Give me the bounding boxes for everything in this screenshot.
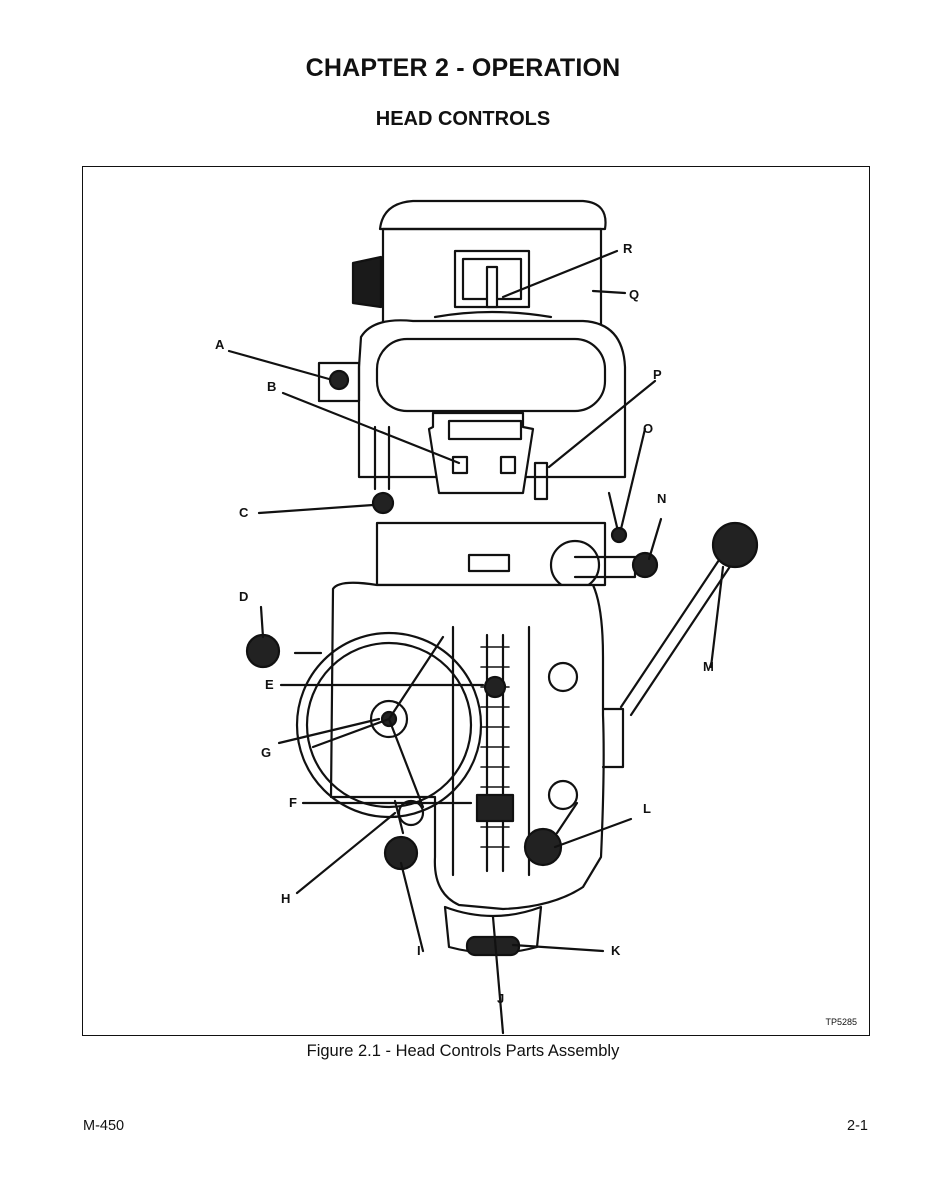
callout-M: M bbox=[703, 659, 714, 674]
callout-L: L bbox=[643, 801, 651, 816]
figure-id: TP5285 bbox=[825, 1017, 857, 1027]
callout-I: I bbox=[417, 943, 421, 958]
callout-P: P bbox=[653, 367, 662, 382]
callout-E: E bbox=[265, 677, 274, 692]
callout-B: B bbox=[267, 379, 276, 394]
callout-D: D bbox=[239, 589, 248, 604]
machine-head-illustration: A B C D E G F H I J K L M N O P Q R bbox=[215, 199, 759, 1035]
figure-caption: Figure 2.1 - Head Controls Parts Assembl… bbox=[306, 1042, 620, 1060]
callout-R: R bbox=[623, 241, 633, 256]
callout-Q: Q bbox=[629, 287, 639, 302]
callout-F: F bbox=[289, 795, 297, 810]
chapter-title: CHAPTER 2 - OPERATION bbox=[305, 54, 621, 82]
footer-document-number: M-450 bbox=[83, 1118, 125, 1134]
figure-head-controls: A B C D E G F H I J K L M N O P Q R TP52… bbox=[82, 166, 870, 1036]
callout-G: G bbox=[261, 745, 271, 760]
callout-O: O bbox=[643, 421, 653, 436]
callout-J: J bbox=[497, 991, 504, 1006]
callout-A: A bbox=[215, 337, 225, 352]
footer-page-number: 2-1 bbox=[847, 1118, 868, 1134]
callout-K: K bbox=[611, 943, 621, 958]
callout-C: C bbox=[239, 505, 249, 520]
callout-N: N bbox=[657, 491, 666, 506]
section-title: HEAD CONTROLS bbox=[375, 108, 551, 130]
callout-H: H bbox=[281, 891, 290, 906]
